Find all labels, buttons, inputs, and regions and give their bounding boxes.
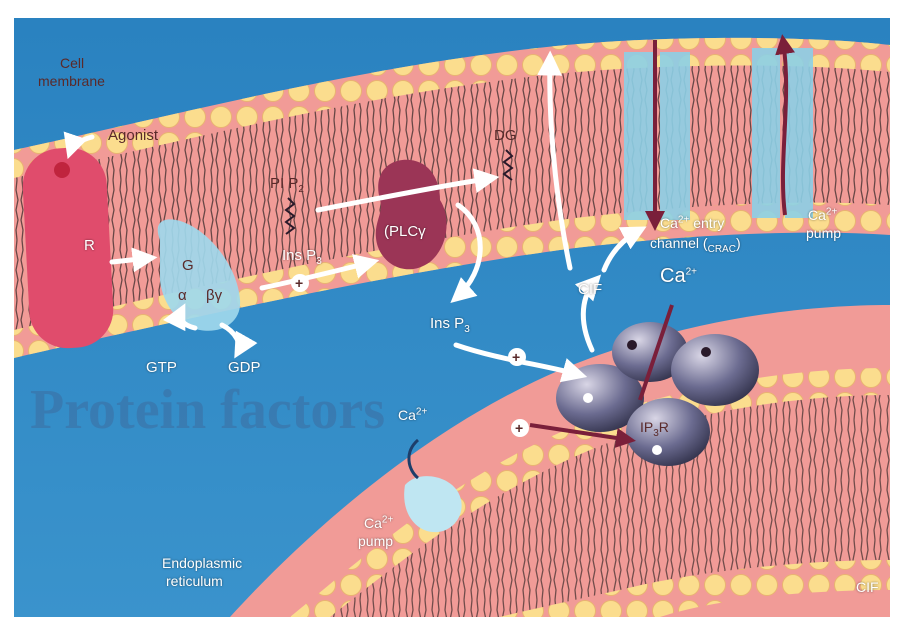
label-dg: DG — [494, 128, 517, 143]
agonist-binding-site — [54, 162, 70, 178]
plus-sign-1: + — [295, 276, 303, 290]
label-g-protein: G — [182, 258, 194, 273]
label-ca-pump-er-line1: Ca2+ — [364, 516, 393, 530]
label-gtp: GTP — [146, 360, 177, 375]
label-ca-er: Ca2+ — [398, 408, 427, 422]
label-plc: (PLCγ — [384, 224, 426, 239]
label-ip3r: IP3R — [640, 420, 669, 434]
label-ca-entry-line2: channel (CRAC) — [650, 236, 741, 250]
label-cif-er: CIF — [856, 580, 879, 594]
label-ca-pump-plasma-line2: pump — [806, 226, 841, 240]
label-er-line1: Endoplasmic — [162, 556, 242, 570]
label-er-line2: reticulum — [166, 574, 223, 588]
label-cif-cytosol: CIF — [578, 282, 602, 297]
label-ca-pump-plasma-line1: Ca2+ — [808, 208, 837, 222]
label-ca-entry-line1: Ca2+ entry — [660, 216, 724, 230]
receptor — [21, 146, 115, 350]
label-g-alpha: α — [178, 288, 187, 303]
label-agonist: Agonist — [108, 128, 158, 143]
label-ca-pump-er-line2: pump — [358, 534, 393, 548]
label-receptor: R — [84, 238, 95, 253]
label-g-betagamma: βγ — [206, 288, 222, 303]
label-ins-p3-cytosol: Ins P3 — [430, 316, 470, 331]
label-gdp: GDP — [228, 360, 261, 375]
plus-sign-2: + — [512, 350, 520, 364]
label-ca-cytosol: Ca2+ — [660, 266, 697, 286]
plus-sign-3: + — [515, 421, 523, 435]
label-pip2: PI P2 — [270, 176, 304, 191]
label-ins-p3-membrane: Ins P3 — [282, 248, 322, 263]
label-cell-membrane-line1: Cell — [60, 56, 84, 70]
watermark-text: Protein factors — [30, 378, 385, 442]
label-cell-membrane-line2: membrane — [38, 74, 105, 88]
